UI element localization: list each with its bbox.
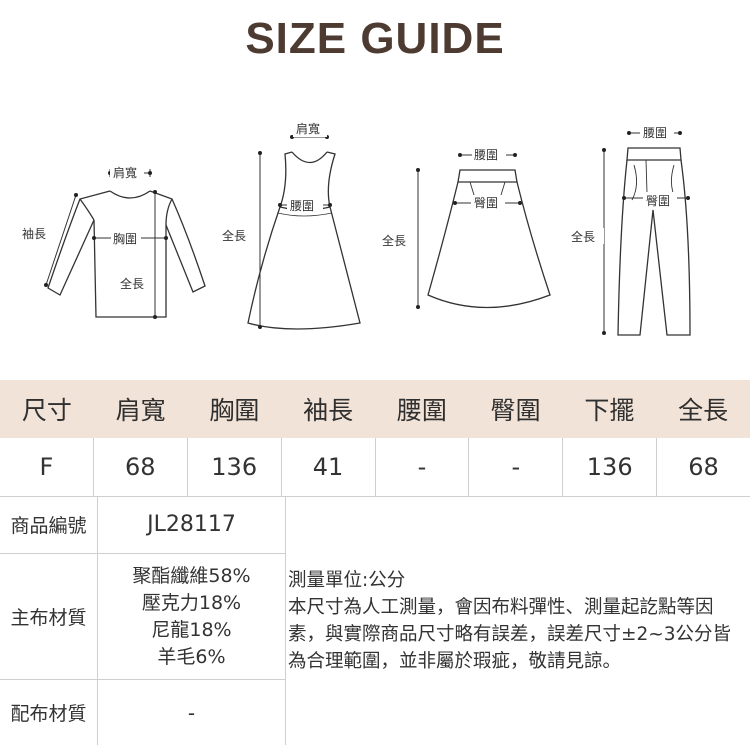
header-hem: 下擺 (584, 396, 635, 425)
material-item: 聚酯纖維58% (132, 564, 251, 587)
note-unit: 測量單位:公分 (288, 569, 406, 591)
measurement-note: 測量單位:公分 本尺寸為人工測量，會因布料彈性、測量起訖點等因素，與實際商品尺寸… (286, 496, 750, 745)
label-pants-length: 全長 (571, 229, 595, 244)
main-material-label: 主布材質 (0, 554, 98, 680)
product-info: 商品編號 JL28117 主布材質 聚酯纖維58% 壓克力18% 尼龍18% 羊… (0, 496, 750, 745)
material-item: 尼龍18% (151, 618, 232, 641)
cell-chest: 136 (186, 438, 281, 496)
cell-waist: - (374, 438, 469, 496)
size-table-header: 尺寸 肩寬 胸圍 袖長 腰圍 臀圍 下擺 全長 (0, 380, 750, 438)
page-title: SIZE GUIDE (245, 14, 505, 63)
label-pants-waist: 腰圍 (643, 126, 667, 140)
cell-length: 68 (656, 438, 750, 496)
diagram-top (45, 169, 206, 318)
material-item: 羊毛6% (157, 645, 226, 668)
label-skirt-waist: 腰圍 (474, 148, 498, 162)
cell-hem: 136 (562, 438, 656, 496)
header-chest: 胸圍 (209, 396, 260, 425)
lining-material-label: 配布材質 (0, 680, 98, 745)
label-top-chest: 胸圍 (113, 231, 137, 246)
label-top-length: 全長 (120, 276, 144, 291)
header-hip: 臀圍 (490, 396, 541, 425)
header-size: 尺寸 (21, 396, 72, 425)
note-body: 本尺寸為人工測量，會因布料彈性、測量起訖點等因素，與實際商品尺寸略有誤差，誤差尺… (288, 596, 732, 672)
label-skirt-length: 全長 (382, 233, 406, 248)
diagram-dress (247, 136, 361, 330)
header-sleeve: 袖長 (303, 396, 354, 425)
cell-hip: - (468, 438, 562, 496)
garment-diagrams: 肩寬 袖長 胸圍 全長 肩寬 全長 腰圍 腰圍 全長 臀 (22, 120, 691, 336)
cell-size: F (39, 453, 54, 481)
label-dress-shoulder: 肩寬 (296, 121, 320, 136)
label-top-sleeve: 袖長 (22, 226, 46, 241)
product-code: JL28117 (98, 496, 286, 554)
table-row: F 68 136 41 - - 136 68 (0, 438, 750, 497)
main-material-list: 聚酯纖維58% 壓克力18% 尼龍18% 羊毛6% (98, 554, 286, 680)
header-shoulder: 肩寬 (115, 396, 166, 425)
product-code-label: 商品編號 (0, 496, 98, 554)
label-dress-length: 全長 (222, 228, 246, 243)
header-length: 全長 (678, 396, 729, 425)
label-top-shoulder: 肩寬 (113, 165, 137, 180)
diagram-pants (603, 132, 691, 336)
cell-sleeve: 41 (280, 438, 375, 496)
label-skirt-hip: 臀圍 (474, 196, 498, 210)
lining-material: - (98, 680, 286, 745)
label-pants-hip: 臀圍 (646, 194, 670, 208)
label-dress-waist: 腰圍 (290, 199, 314, 213)
header-waist: 腰圍 (396, 396, 447, 425)
cell-shoulder: 68 (92, 438, 187, 496)
material-item: 壓克力18% (141, 591, 242, 614)
diagram-skirt (417, 154, 551, 309)
